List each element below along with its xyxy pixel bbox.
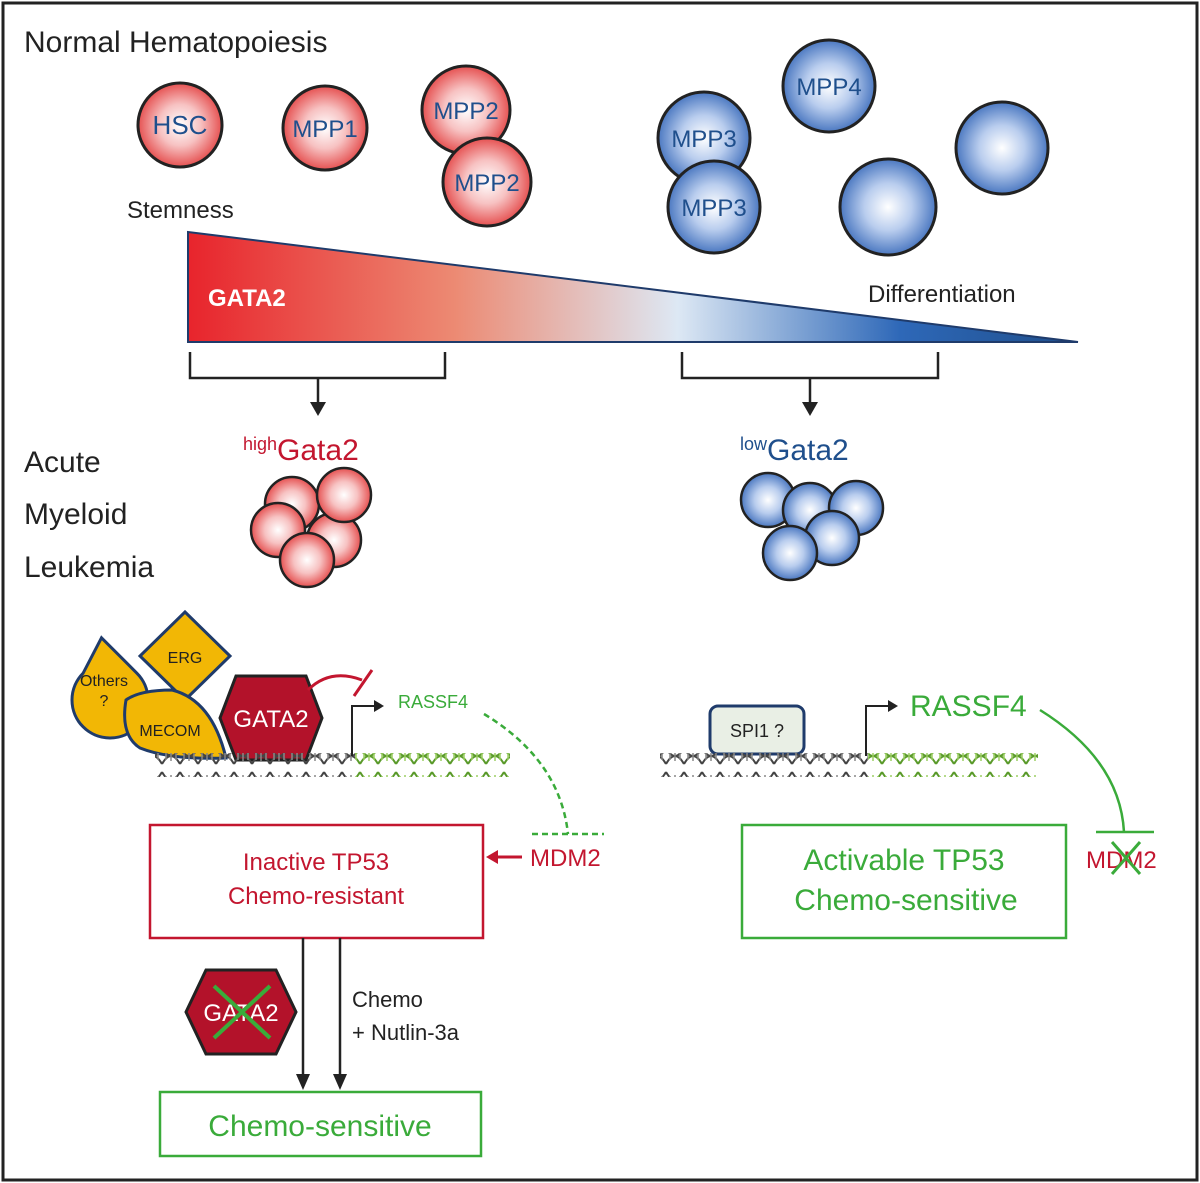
svg-text:MPP4: MPP4	[796, 74, 861, 101]
nutlin-label: + Nutlin-3a	[352, 1020, 460, 1045]
svg-text:ERG: ERG	[168, 650, 203, 667]
dna-right-grey	[660, 753, 868, 777]
chemo-sensitive-result-box	[158, 1090, 483, 1158]
tss-arrow-right-head	[888, 700, 898, 712]
cell-hsc: HSC	[136, 81, 224, 169]
svg-text:MPP2: MPP2	[454, 170, 519, 197]
dna-left-rassf4-gene	[355, 753, 510, 777]
aml-line-2: Myeloid	[24, 498, 127, 531]
cell-mpp4: MPP4	[781, 38, 877, 134]
svg-text:MPP2: MPP2	[433, 98, 498, 125]
activable-tp53-box	[740, 823, 1068, 940]
gata2-gradient-wedge	[187, 230, 1079, 343]
activable-tp53-line-1: Activable TP53	[803, 844, 1004, 877]
tss-arrow-left	[351, 705, 376, 756]
high-gata2-label: highGata2	[243, 434, 359, 467]
cell-differentiated-2	[954, 100, 1050, 196]
cell-differentiated-1	[838, 157, 938, 257]
svg-text:MPP3: MPP3	[671, 126, 736, 153]
svg-text:MECOM: MECOM	[139, 723, 200, 740]
arrow-chemo-nutlin-head	[333, 1074, 347, 1090]
arrow-gata2-knockdown-head	[296, 1074, 310, 1090]
dna-left-grey	[155, 753, 355, 777]
gata2-knockdown: GATA2	[184, 968, 298, 1056]
gata2-inhibition-curve	[306, 674, 363, 692]
mdm2-activation-head	[486, 850, 498, 864]
svg-text:HSC: HSC	[153, 110, 208, 140]
svg-text:MPP1: MPP1	[292, 116, 357, 143]
low-gata2-label: lowGata2	[740, 434, 849, 467]
arrow-low-head	[802, 402, 818, 416]
chemo-label: Chemo	[352, 987, 423, 1012]
dna-right-rassf4-gene	[868, 753, 1038, 777]
aml-high-gata2-cluster	[249, 466, 373, 589]
erg-factor: ERG	[137, 609, 233, 703]
aml-line-3: Leukemia	[24, 551, 154, 584]
aml-low-gata2-cluster	[739, 471, 885, 582]
cell-mpp2-bottom: MPP2	[441, 136, 533, 228]
svg-text:MPP3: MPP3	[681, 195, 746, 222]
figure-title: Normal Hematopoiesis	[24, 26, 327, 59]
tss-arrow-left-head	[374, 700, 384, 712]
inactive-tp53-line-2: Chemo-resistant	[228, 883, 404, 910]
svg-text:Others: Others	[80, 673, 128, 690]
tss-arrow-right	[865, 705, 890, 756]
mdm2-left-label: MDM2	[530, 845, 601, 872]
cell-mpp1: MPP1	[281, 84, 369, 172]
gata2-factor: GATA2	[218, 674, 324, 762]
arrow-high-head	[310, 402, 326, 416]
chemo-sensitive-result-label: Chemo-sensitive	[208, 1110, 431, 1143]
gata2-inhibition-bar	[352, 669, 374, 697]
cell-mpp3-bottom: MPP3	[666, 159, 762, 255]
aml-line-1: Acute	[24, 446, 101, 479]
inactive-tp53-box	[148, 823, 485, 940]
cell-mpp2-top: MPP2	[420, 64, 512, 156]
rassf4-right-label: RASSF4	[910, 690, 1027, 723]
differentiation-label: Differentiation	[868, 281, 1016, 308]
rassf4-dashed-inhibition	[483, 712, 570, 835]
stemness-label: Stemness	[127, 197, 234, 224]
rassf4-left-label: RASSF4	[398, 692, 468, 712]
svg-text:GATA2: GATA2	[233, 706, 308, 733]
svg-text:SPI1 ?: SPI1 ?	[730, 721, 784, 741]
activable-tp53-line-2: Chemo-sensitive	[794, 884, 1017, 917]
rassf4-inhibition	[1039, 708, 1126, 833]
cell-mpp3-top: MPP3	[656, 90, 752, 186]
spi1-factor: SPI1 ?	[708, 704, 806, 756]
gata2-gradient-label: GATA2	[208, 285, 286, 312]
svg-text:?: ?	[100, 693, 109, 710]
inactive-tp53-line-1: Inactive TP53	[243, 849, 389, 876]
